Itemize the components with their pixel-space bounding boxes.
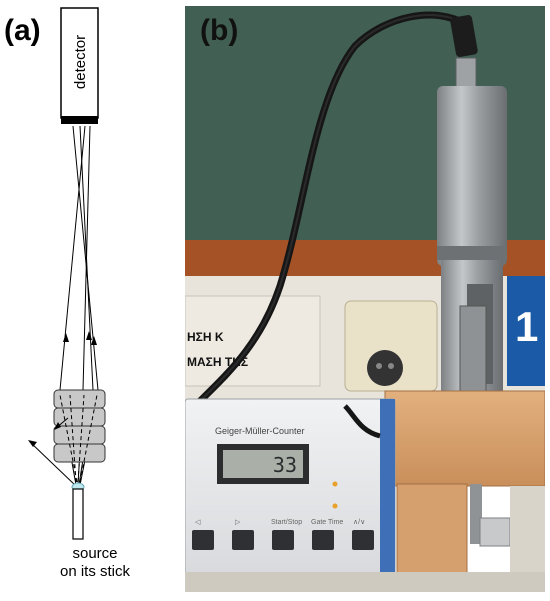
ray-arrowhead (91, 336, 97, 345)
absorber-plate (53, 425, 106, 445)
button-label: ◁ (195, 519, 201, 526)
counter-input-cable (343, 404, 381, 439)
geiger-tube (437, 86, 507, 266)
indicator-led (332, 503, 338, 509)
ray-arrowhead (86, 331, 92, 340)
number-sign-text: 1 (515, 303, 538, 350)
start-stop-button[interactable] (272, 530, 294, 550)
counter-display (223, 450, 303, 478)
absorbed-ray-paths (59, 394, 98, 483)
button-label: Gate Time (311, 519, 343, 526)
counter-button[interactable] (192, 530, 214, 550)
wooden-stand-top (384, 390, 545, 487)
table-surface (185, 572, 545, 592)
counter-title: Geiger-Müller-Counter (215, 426, 305, 436)
counter-button[interactable] (352, 530, 374, 550)
counter-side (380, 399, 395, 574)
source-stick (72, 488, 84, 540)
deflected-ray (29, 441, 77, 487)
ray-arrowhead (63, 333, 69, 342)
button-label: Start/Stop (271, 519, 302, 526)
ray-right-outer-upper (72, 125, 99, 391)
schematic-diagram: detector (28, 7, 106, 540)
deflected-ray-arrowhead (28, 440, 37, 447)
sign-text-line1: ΗΣΗ Κ (187, 330, 224, 344)
gate-time-button[interactable] (312, 530, 334, 550)
detector-label: detector (72, 35, 89, 89)
stand-rod (470, 484, 482, 544)
number-sign (507, 276, 545, 386)
button-label: ▷ (235, 519, 241, 526)
absorber-stack (53, 389, 106, 463)
bnc-connector (455, 57, 477, 89)
source-caption-line2: on its stick (59, 563, 131, 580)
stand-clamp (479, 517, 511, 547)
detector-window (61, 116, 98, 124)
panel-b-label: (b) (200, 14, 239, 47)
scatter-arrowhead (54, 422, 61, 430)
cable-connector (450, 15, 478, 57)
ray-center-right-upper (79, 125, 94, 391)
counter-button[interactable] (232, 530, 254, 550)
counter-reading: 33 (273, 453, 297, 477)
source-holder (459, 305, 487, 392)
experiment-photo: ΗΣΗ Κ ΜΑΣΗ ΤΗΣ 1 Geiger-Müller-Counter (185, 6, 545, 592)
button-label: ∧/∨ (353, 519, 365, 526)
socket-face (367, 350, 403, 386)
source-caption-line1: source (72, 545, 118, 562)
indicator-led (332, 481, 338, 487)
detector-box (60, 7, 99, 119)
ray-left-outer-upper (59, 125, 86, 391)
panel-a-label: (a) (4, 14, 41, 47)
tube-ring (437, 246, 507, 260)
